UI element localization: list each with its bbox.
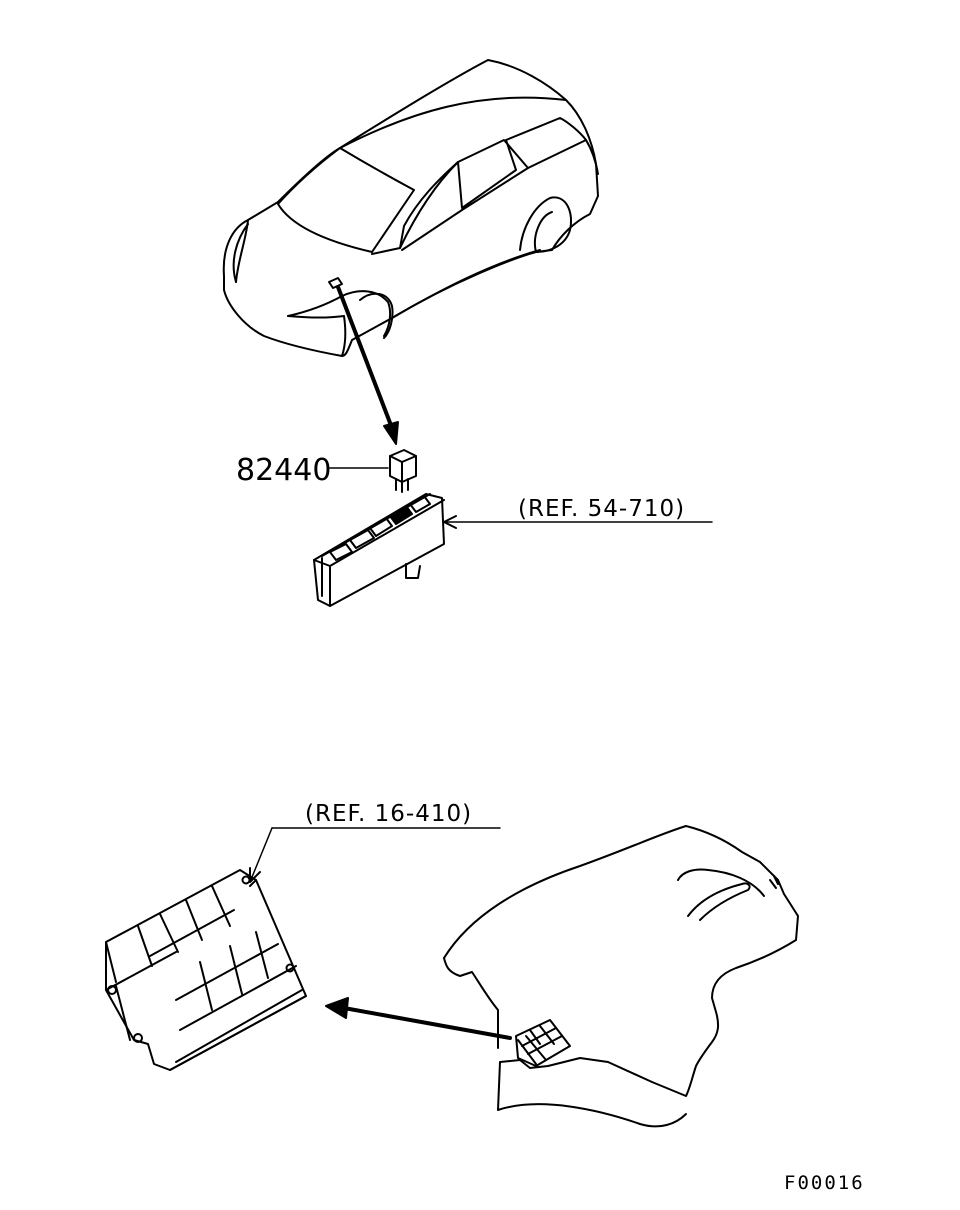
relay-part [330, 450, 416, 492]
relay-box-illustration [314, 494, 712, 606]
arrow-dashboard-to-ecu [326, 998, 510, 1038]
relay-box-reference-label[interactable]: (REF. 54-710) [518, 496, 686, 522]
part-number-label[interactable]: 82440 [236, 453, 332, 488]
vehicle-illustration [224, 60, 598, 356]
dashboard-illustration [444, 826, 798, 1126]
ecu-illustration [106, 828, 500, 1070]
arrow-vehicle-to-relay [338, 287, 398, 444]
ecu-reference-label[interactable]: (REF. 16-410) [305, 801, 473, 827]
figure-id-label: F00016 [784, 1172, 865, 1194]
